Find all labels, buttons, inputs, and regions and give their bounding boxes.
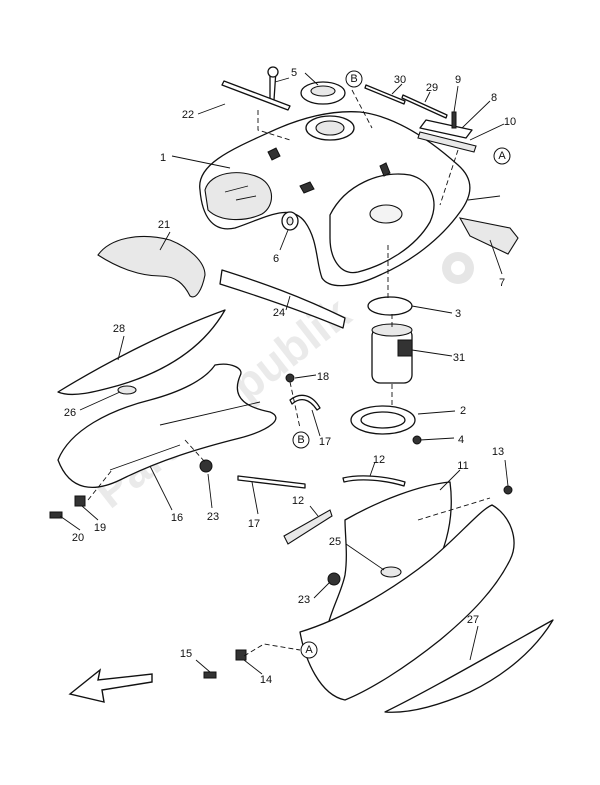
rubber-29	[401, 94, 448, 119]
callout-p24: 24	[273, 307, 285, 319]
screw-4	[412, 435, 422, 445]
svg-text:B: B	[350, 73, 357, 85]
screw-13	[503, 485, 513, 495]
callout-labels: 1234567891011121213141516171718192021222…	[64, 67, 516, 686]
svg-text:A: A	[498, 150, 506, 162]
callout-p8: 8	[491, 92, 497, 104]
grommet-23a	[199, 459, 213, 473]
callout-p12a: 12	[373, 454, 385, 466]
plate-8	[419, 119, 473, 139]
ref-marker-refA1: A	[493, 147, 511, 165]
svg-text:A: A	[305, 644, 313, 656]
ref-marker-refA2: A	[300, 641, 318, 659]
callout-p16: 16	[171, 512, 183, 524]
fuel-tank	[199, 111, 471, 287]
callout-p31: 31	[453, 352, 465, 364]
callout-p5: 5	[291, 67, 297, 79]
side-cover-16	[57, 363, 277, 489]
callout-p18: 18	[317, 371, 329, 383]
strip-12a	[342, 475, 406, 487]
clip-14	[235, 649, 247, 661]
grommet-23b	[327, 572, 341, 586]
callout-p22: 22	[182, 109, 194, 121]
callout-p19: 19	[94, 522, 106, 534]
bracket-21	[97, 235, 206, 298]
bolt-18	[285, 373, 295, 383]
grommet-6	[281, 211, 299, 231]
callout-p4: 4	[458, 434, 464, 446]
clip-19	[74, 495, 86, 507]
side-cover-right	[299, 504, 515, 701]
reference-markers: B A B A	[292, 70, 511, 659]
fuel-cap	[267, 66, 346, 105]
callout-p17a: 17	[319, 436, 331, 448]
callout-p17b: 17	[248, 518, 260, 530]
rubber-30	[364, 84, 406, 105]
tank-strip-22	[221, 80, 291, 111]
callout-p20: 20	[72, 532, 84, 544]
front-direction-arrow-icon	[68, 668, 153, 703]
callout-p1: 1	[160, 152, 166, 164]
strip-17b	[237, 475, 306, 489]
bolt-9	[451, 111, 457, 129]
gasket-3	[367, 296, 413, 316]
callout-p23a: 23	[207, 511, 219, 523]
callout-p13: 13	[492, 446, 504, 458]
damper-10	[417, 131, 477, 153]
callout-p9: 9	[455, 74, 461, 86]
callout-p15: 15	[180, 648, 192, 660]
assembly-lines	[87, 89, 491, 657]
callout-p27: 27	[467, 614, 479, 626]
callout-p6: 6	[273, 253, 279, 265]
side-cover-27	[384, 619, 554, 713]
callout-p10: 10	[504, 116, 516, 128]
callout-p11: 11	[457, 460, 468, 472]
ref-marker-refB1: B	[345, 70, 363, 88]
emblem-26	[117, 385, 137, 395]
leader-lines	[59, 72, 509, 675]
callout-p30: 30	[394, 74, 406, 86]
callout-p7: 7	[499, 277, 505, 289]
bracket-7	[458, 217, 519, 255]
screw-20	[49, 511, 63, 519]
callout-p26: 26	[64, 407, 76, 419]
callout-p29: 29	[426, 82, 438, 94]
seal-24	[219, 269, 346, 329]
callout-p2: 2	[460, 405, 466, 417]
ref-marker-refB2: B	[292, 431, 310, 449]
callout-p21: 21	[158, 219, 170, 231]
screw-15	[203, 671, 217, 679]
callout-p25: 25	[329, 536, 341, 548]
callout-p3: 3	[455, 308, 461, 320]
hose-17a	[289, 394, 321, 411]
ring-2	[350, 405, 416, 435]
callout-p12b: 12	[292, 495, 304, 507]
svg-text:B: B	[297, 434, 304, 446]
callout-p14: 14	[260, 674, 272, 686]
callout-p28: 28	[113, 323, 125, 335]
strip-12b	[283, 509, 333, 545]
fuel-pump-31	[371, 323, 413, 384]
emblem-25	[380, 566, 402, 578]
gear-watermark-icon	[442, 252, 474, 284]
side-cover-28	[57, 309, 226, 396]
callout-p23b: 23	[298, 594, 310, 606]
